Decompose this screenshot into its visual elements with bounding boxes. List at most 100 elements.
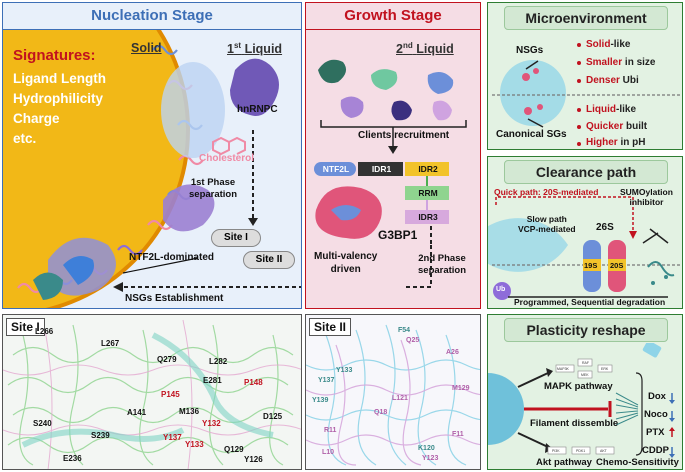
akt-label: Akt pathway xyxy=(536,457,592,468)
nsgs-label: NSGs xyxy=(516,45,544,56)
programmed-label: Programmed, Sequential degradation xyxy=(514,297,666,307)
drug-label: PTX xyxy=(646,427,665,438)
slow-path-label: Slow path VCP-mediated xyxy=(518,214,576,234)
residue-label: Y137 xyxy=(163,433,182,442)
residue-label: L282 xyxy=(209,357,228,366)
idr3-domain xyxy=(405,210,449,224)
ntf2l-domain-label: NTF2L xyxy=(322,164,350,174)
residue-label: P148 xyxy=(244,378,263,387)
akt-node: PDK1 xyxy=(576,449,586,453)
residue-label: L10 xyxy=(322,449,335,456)
p26s-label: 26S xyxy=(596,222,614,233)
rrm-domain xyxy=(405,186,449,200)
mapk-node: ERK xyxy=(601,367,609,371)
microenv-illustration xyxy=(492,43,680,146)
site1-pill: Site I xyxy=(211,229,261,247)
site1-structure xyxy=(3,319,301,469)
residue-label: L121 xyxy=(392,395,408,402)
client-protein xyxy=(427,71,454,94)
idr1-domain-label: IDR1 xyxy=(371,164,392,174)
clearance-title: Clearance path xyxy=(504,160,668,184)
mapk-node: MEK xyxy=(581,373,589,377)
residue-label: S239 xyxy=(91,431,110,440)
residue-label: L267 xyxy=(101,339,120,348)
client-protein xyxy=(318,59,347,84)
residue-label: Y133 xyxy=(185,440,204,449)
drug-label: Noco xyxy=(644,409,668,420)
ntf2l-blob xyxy=(63,256,94,285)
plasticity-title: Plasticity reshape xyxy=(504,318,668,342)
bound-protein xyxy=(163,184,215,232)
akt-node: PI3K xyxy=(552,449,560,453)
p20s-label: 20S xyxy=(610,261,624,270)
microenvironment-title: Microenvironment xyxy=(504,6,668,30)
chemo-label: Chemo-Sensitivity xyxy=(596,457,679,468)
filament-label: Filament dissemble xyxy=(530,418,619,429)
growth-panel: Growth Stage 2nd Liquid Clients recruitm… xyxy=(305,2,481,309)
residue-label: Q25 xyxy=(406,337,420,344)
nucleation-illustration xyxy=(3,30,301,308)
plasticity-panel: Plasticity reshape MAP3K RAF MEK ERK PI3 xyxy=(487,314,683,470)
residue-label: Y126 xyxy=(244,455,263,464)
residue-label: Y132 xyxy=(202,419,221,428)
sumoylation-label: SUMOylation inhibitor xyxy=(620,187,673,207)
residue-label: R11 xyxy=(324,427,337,434)
cholesterol-label: Cholesterol xyxy=(199,153,255,164)
residue-label: A26 xyxy=(446,349,459,356)
microenv-item: Solid-like xyxy=(586,39,631,50)
nucleation-title: Nucleation Stage xyxy=(3,3,301,30)
signature-item: etc. xyxy=(13,131,37,146)
clearance-illustration xyxy=(488,196,680,300)
residue-label: Y123 xyxy=(422,455,439,462)
microenvironment-panel: Microenvironment NSGs Canonical SGs Soli… xyxy=(487,2,683,150)
growth-title: Growth Stage xyxy=(306,3,480,30)
microenv-item: Smaller in size xyxy=(586,57,656,68)
residue-label: S240 xyxy=(33,419,52,428)
drug-label: CDDP xyxy=(642,445,669,456)
residue-label: Y137 xyxy=(318,377,335,384)
site1-panel: Site I L266 L267 Q279 L282 E281 P148 P14… xyxy=(2,314,302,470)
site2-title: Site II xyxy=(309,318,352,336)
residue-label: Q279 xyxy=(157,355,177,364)
site2-structure xyxy=(306,324,480,466)
residue-label: F11 xyxy=(452,431,464,438)
residue-label: Q129 xyxy=(224,445,244,454)
mapk-node: RAF xyxy=(582,361,589,365)
signature-item: Ligand Length xyxy=(13,71,106,86)
drug-label: Dox xyxy=(648,391,666,402)
p19s-label: 19S xyxy=(584,261,598,270)
site2-panel: Site II F54 Q25 A26 Y137 Y133 Y139 M129 … xyxy=(305,314,481,470)
cholesterol-molecule xyxy=(212,136,246,156)
phase2-label: 2nd Phase separation xyxy=(418,253,467,276)
idr3-domain-label: IDR3 xyxy=(418,212,438,222)
quick-path-label: Quick path: 20S-mediated xyxy=(494,187,599,197)
client-protein xyxy=(432,100,452,121)
plasticity-illustration xyxy=(488,343,675,458)
nucleation-panel: Nucleation Stage xyxy=(2,2,302,309)
residue-label: Y139 xyxy=(312,397,329,404)
residue-label: Y133 xyxy=(336,367,353,374)
site2-pill: Site II xyxy=(243,251,295,269)
microenv-item: Higher in pH xyxy=(586,137,646,148)
ntf2l-dominated-label: NTF2L-dominated xyxy=(129,252,214,263)
ub-tag xyxy=(493,282,511,300)
residue-label: K120 xyxy=(418,445,435,452)
idr1-domain xyxy=(358,162,403,176)
clients-recruitment-label: Clients recruitment xyxy=(358,130,450,141)
ub-label: Ub xyxy=(496,286,506,293)
akt-node: AKT xyxy=(600,449,607,453)
signatures-title: Signatures: xyxy=(13,47,96,64)
liquid-shell xyxy=(161,62,225,158)
establishment-label: NSGs Establishment xyxy=(125,293,224,304)
mapk-label: MAPK pathway xyxy=(544,381,613,392)
residue-label: L266 xyxy=(35,327,54,336)
clearance-panel: Clearance path Quick path: 20S-mediated … xyxy=(487,156,683,309)
residue-label: Q18 xyxy=(374,409,388,416)
client-protein xyxy=(340,96,364,118)
multivalency-label: Multi-valency driven xyxy=(314,251,378,275)
hnrnpc-label: hnRNPC xyxy=(237,104,278,115)
signature-item: Hydrophilicity xyxy=(13,91,104,106)
idr2-domain-label: IDR2 xyxy=(418,164,438,174)
residue-label: M136 xyxy=(179,407,200,416)
residue-label: P145 xyxy=(161,390,180,399)
